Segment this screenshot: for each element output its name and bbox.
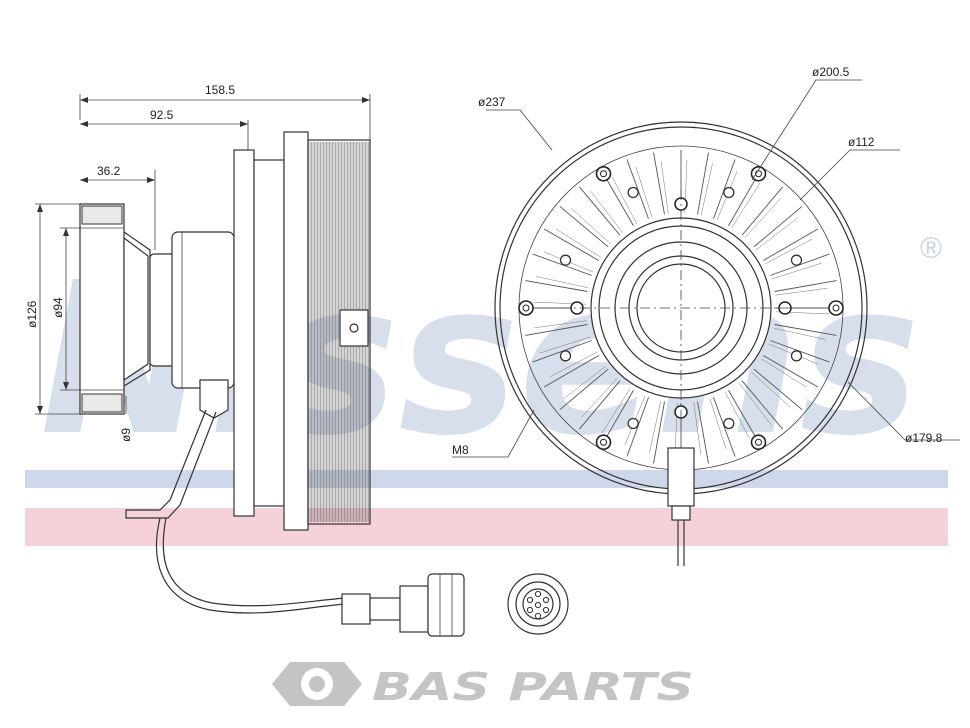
footer-logo: BAS PARTS: [272, 662, 694, 709]
dim-flange-length: 36.2: [97, 164, 121, 178]
dim-thread-m8: M8: [452, 443, 469, 457]
watermark-registered-mark: ®: [920, 232, 942, 265]
dim-dia-200-5: ø200.5: [812, 65, 850, 79]
dim-dia-112: ø112: [848, 135, 875, 149]
dim-dia-9: ø9: [119, 428, 133, 442]
watermark-stripe-pink: [25, 508, 948, 546]
dim-dia-237: ø237: [478, 95, 506, 109]
dim-hub-length: 92.5: [150, 108, 174, 122]
bas-parts-wheel-icon: [272, 662, 362, 706]
dim-dia-94: ø94: [51, 297, 65, 318]
dim-total-length: 158.5: [205, 83, 235, 97]
front-view: ø237 ø200.5 ø112 ø179.8 M8: [452, 65, 960, 566]
dim-dia-126: ø126: [25, 300, 39, 328]
bas-parts-text: BAS PARTS: [372, 665, 694, 709]
dim-dia-179-8: ø179.8: [905, 431, 943, 445]
side-view: 158.5 92.5 36.2 ø126 ø94 ø9: [25, 83, 569, 637]
